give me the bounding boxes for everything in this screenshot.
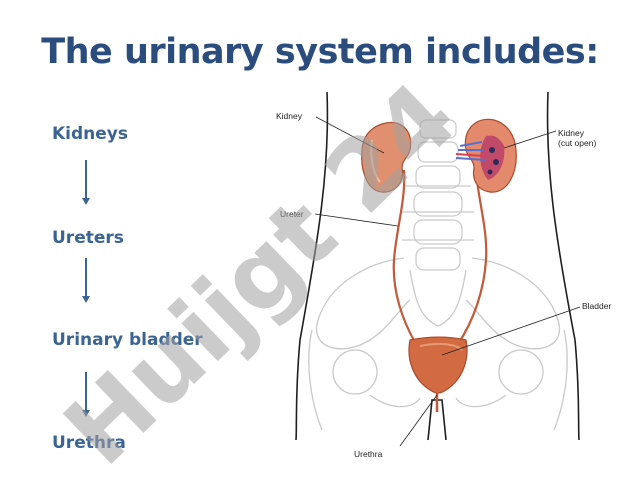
label-kidney-cut-open-line2: (cut open) <box>558 138 596 148</box>
label-urethra: Urethra <box>354 449 383 459</box>
flow-item-kidneys: Kidneys <box>52 124 129 144</box>
flow-item-urethra: Urethra <box>52 433 126 453</box>
bladder <box>408 336 468 394</box>
down-arrow-icon <box>82 258 90 303</box>
kidney-left <box>361 121 412 193</box>
flow-item-urinary-bladder: Urinary bladder <box>52 330 203 350</box>
spine <box>402 119 474 271</box>
down-arrow-icon <box>82 372 90 417</box>
slide-title: The urinary system includes: <box>41 32 599 72</box>
leader-lines <box>314 116 581 447</box>
down-arrow-icon <box>82 160 90 205</box>
label-bladder: Bladder <box>582 301 611 311</box>
pelvis <box>308 257 568 431</box>
flow-item-ureters: Ureters <box>52 228 124 248</box>
ureters <box>392 169 488 345</box>
kidney-right-cut-open <box>455 118 517 193</box>
label-kidney: Kidney <box>276 111 303 121</box>
label-kidney-cut-open-line1: Kidney <box>558 128 585 138</box>
label-ureter: Ureter <box>280 209 304 219</box>
